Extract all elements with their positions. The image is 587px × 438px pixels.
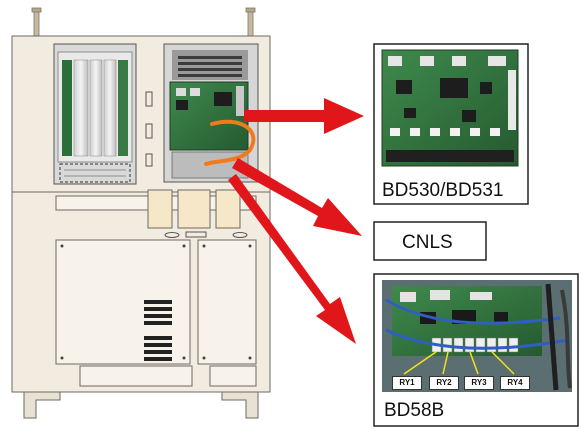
bd530-board-photo [373,43,529,205]
bd58b-caption: BD58B [384,400,444,421]
control-rack [53,43,137,185]
arrow-to-bd530 [244,98,364,134]
relay-tag-ry4: RY4 [500,376,530,390]
terminal-blocks [147,189,248,238]
bd530-caption: BD530/BD531 [382,180,503,201]
side-connectors [145,91,153,167]
cnls-caption: CNLS [402,232,453,253]
relay-tag-ry3: RY3 [464,376,494,390]
eye-bolt-left [31,7,42,37]
cnls-box [373,221,487,261]
lower-right-panel [197,239,257,365]
cabinet-feet [23,391,259,419]
arrow-to-cnls [232,158,362,236]
eye-bolt-right [245,7,256,37]
bd58b-board-photo [373,273,579,427]
lower-left-panel [55,239,191,365]
cnls-cable [204,119,256,166]
relay-tag-ry2: RY2 [429,376,459,390]
relay-tag-ry1: RY1 [392,376,422,390]
board-enclosure [163,43,259,183]
arrow-to-bd58b [228,174,356,344]
